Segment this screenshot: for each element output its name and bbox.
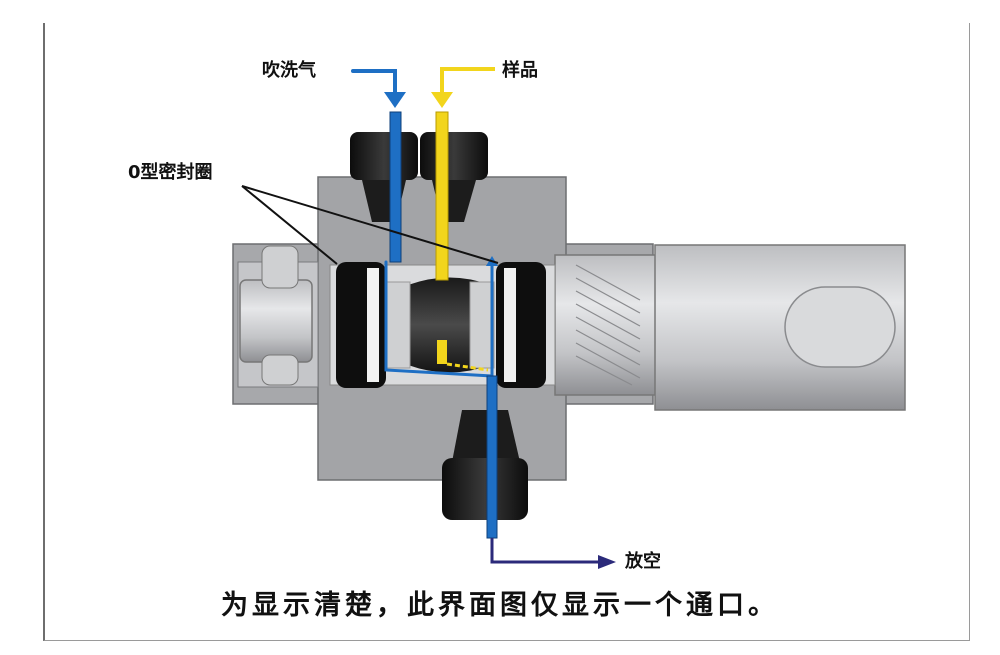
label-vent: 放空 (625, 551, 661, 572)
vent-arrow (490, 538, 616, 569)
label-o-ring: 0型密封圈 (128, 162, 213, 183)
diagram-caption: 为显示清楚，此界面图仅显示一个通口。 (221, 590, 779, 621)
label-purge-gas: 吹洗气 (262, 60, 316, 81)
o-ring-left (336, 262, 386, 388)
thread-section (575, 264, 641, 386)
diagram-frame (43, 23, 970, 641)
actuator-cylinder (554, 244, 906, 411)
bottom-fitting-vent (442, 410, 528, 520)
o-ring-pointers (241, 185, 499, 265)
sample-path (431, 67, 495, 372)
purge-gas-path (351, 69, 498, 539)
label-sample: 样品 (502, 60, 538, 81)
o-ring-right (496, 262, 546, 388)
left-end-cap (239, 245, 313, 386)
